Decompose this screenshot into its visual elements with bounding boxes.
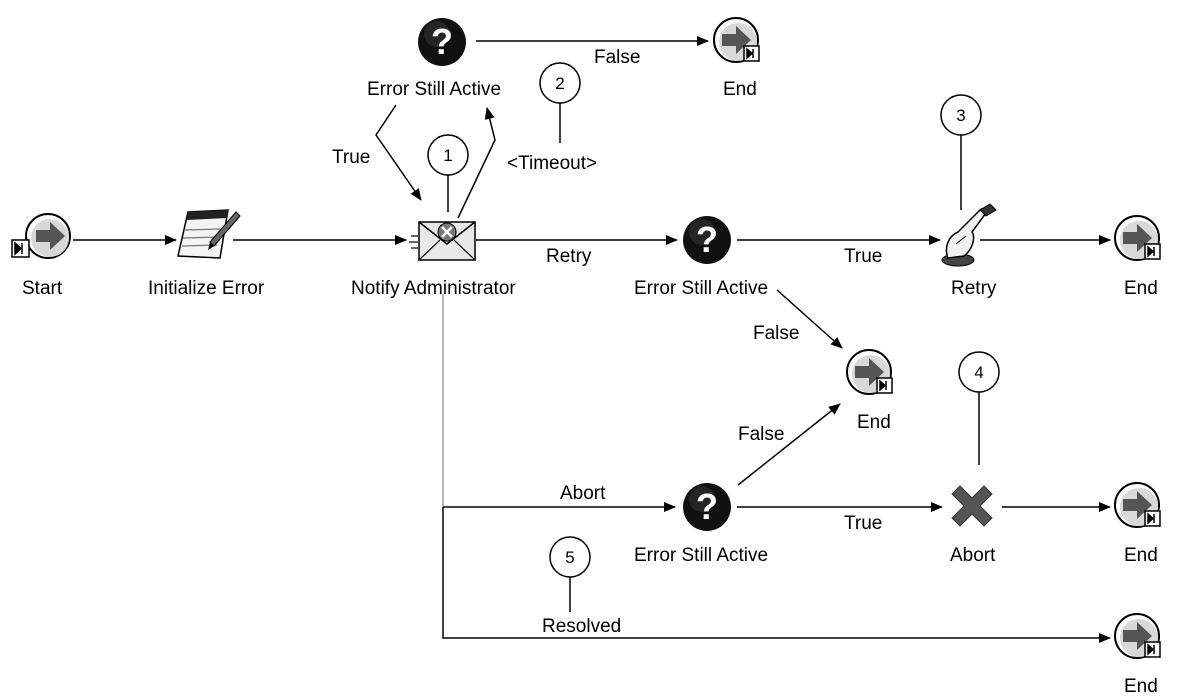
- node-end-abort-label: End: [1124, 545, 1158, 566]
- edge-label-retry: Retry: [546, 246, 592, 267]
- node-check-low-label: Error Still Active: [634, 545, 768, 566]
- node-check-top[interactable]: Error Still Active: [367, 18, 501, 100]
- callout-3: 3: [940, 94, 982, 136]
- node-abort[interactable]: Abort: [950, 485, 996, 566]
- node-retry-label: Retry: [951, 278, 997, 299]
- question-icon: [683, 483, 731, 531]
- edge-resolved: [442, 507, 1111, 643]
- node-check-mid[interactable]: Error Still Active: [634, 216, 768, 299]
- node-check-mid-label: Error Still Active: [634, 278, 768, 299]
- edge-label-low-false: False: [738, 424, 784, 445]
- start-icon: [11, 213, 71, 259]
- end-icon: [1114, 613, 1161, 659]
- edge-label-top-false: False: [594, 47, 640, 68]
- edge-mid-false: [776, 289, 843, 349]
- edge-label-mid-true: True: [844, 246, 882, 267]
- notepad-icon: [177, 209, 241, 259]
- edge-low-false: [737, 403, 841, 486]
- end-icon: [1114, 215, 1161, 261]
- callout-5: 5: [549, 536, 591, 578]
- node-notify-administrator[interactable]: Notify Administrator: [351, 221, 516, 299]
- edge-label-mid-false: False: [753, 323, 799, 344]
- x-icon: [951, 485, 993, 527]
- edge-timeout: [457, 107, 496, 219]
- end-icon: [713, 17, 760, 63]
- node-initialize-error[interactable]: Initialize Error: [148, 209, 265, 299]
- node-start-label: Start: [22, 278, 63, 299]
- edge-label-low-true: True: [844, 513, 882, 534]
- node-end-retry[interactable]: End: [1114, 215, 1161, 299]
- node-notify-administrator-label: Notify Administrator: [351, 278, 516, 299]
- end-icon: [846, 349, 893, 395]
- envelope-icon: [409, 221, 476, 261]
- node-end-abort[interactable]: End: [1114, 482, 1161, 566]
- question-icon: [418, 18, 466, 66]
- node-check-low[interactable]: Error Still Active: [634, 483, 768, 566]
- node-end-false-label: End: [857, 412, 891, 433]
- node-start[interactable]: Start: [11, 213, 71, 299]
- edge-top-true: [375, 104, 422, 201]
- question-icon: [683, 216, 731, 264]
- callout-1: 1: [427, 134, 469, 176]
- callout-4: 4: [958, 351, 1000, 393]
- node-end-top[interactable]: End: [713, 17, 760, 100]
- node-end-false[interactable]: End: [846, 349, 893, 433]
- edge-label-top-true: True: [332, 147, 370, 168]
- node-abort-label: Abort: [950, 545, 996, 566]
- edge-label-timeout: <Timeout>: [507, 153, 597, 174]
- node-end-top-label: End: [723, 79, 757, 100]
- svg-text:2: 2: [555, 74, 564, 93]
- end-icon: [1114, 482, 1161, 528]
- svg-text:3: 3: [956, 106, 965, 125]
- node-initialize-error-label: Initialize Error: [148, 278, 265, 299]
- node-retry[interactable]: Retry: [941, 203, 997, 299]
- edge-label-abort: Abort: [560, 483, 606, 504]
- svg-text:4: 4: [974, 363, 983, 382]
- svg-text:5: 5: [565, 548, 574, 567]
- node-end-retry-label: End: [1124, 278, 1158, 299]
- node-check-top-label: Error Still Active: [367, 79, 501, 100]
- node-end-resolved-label: End: [1124, 676, 1158, 697]
- callout-2: 2: [539, 62, 581, 104]
- svg-text:1: 1: [443, 146, 452, 165]
- hand-pointer-icon: [941, 203, 997, 267]
- edge-label-resolved: Resolved: [542, 616, 621, 637]
- node-end-resolved[interactable]: End: [1114, 613, 1161, 697]
